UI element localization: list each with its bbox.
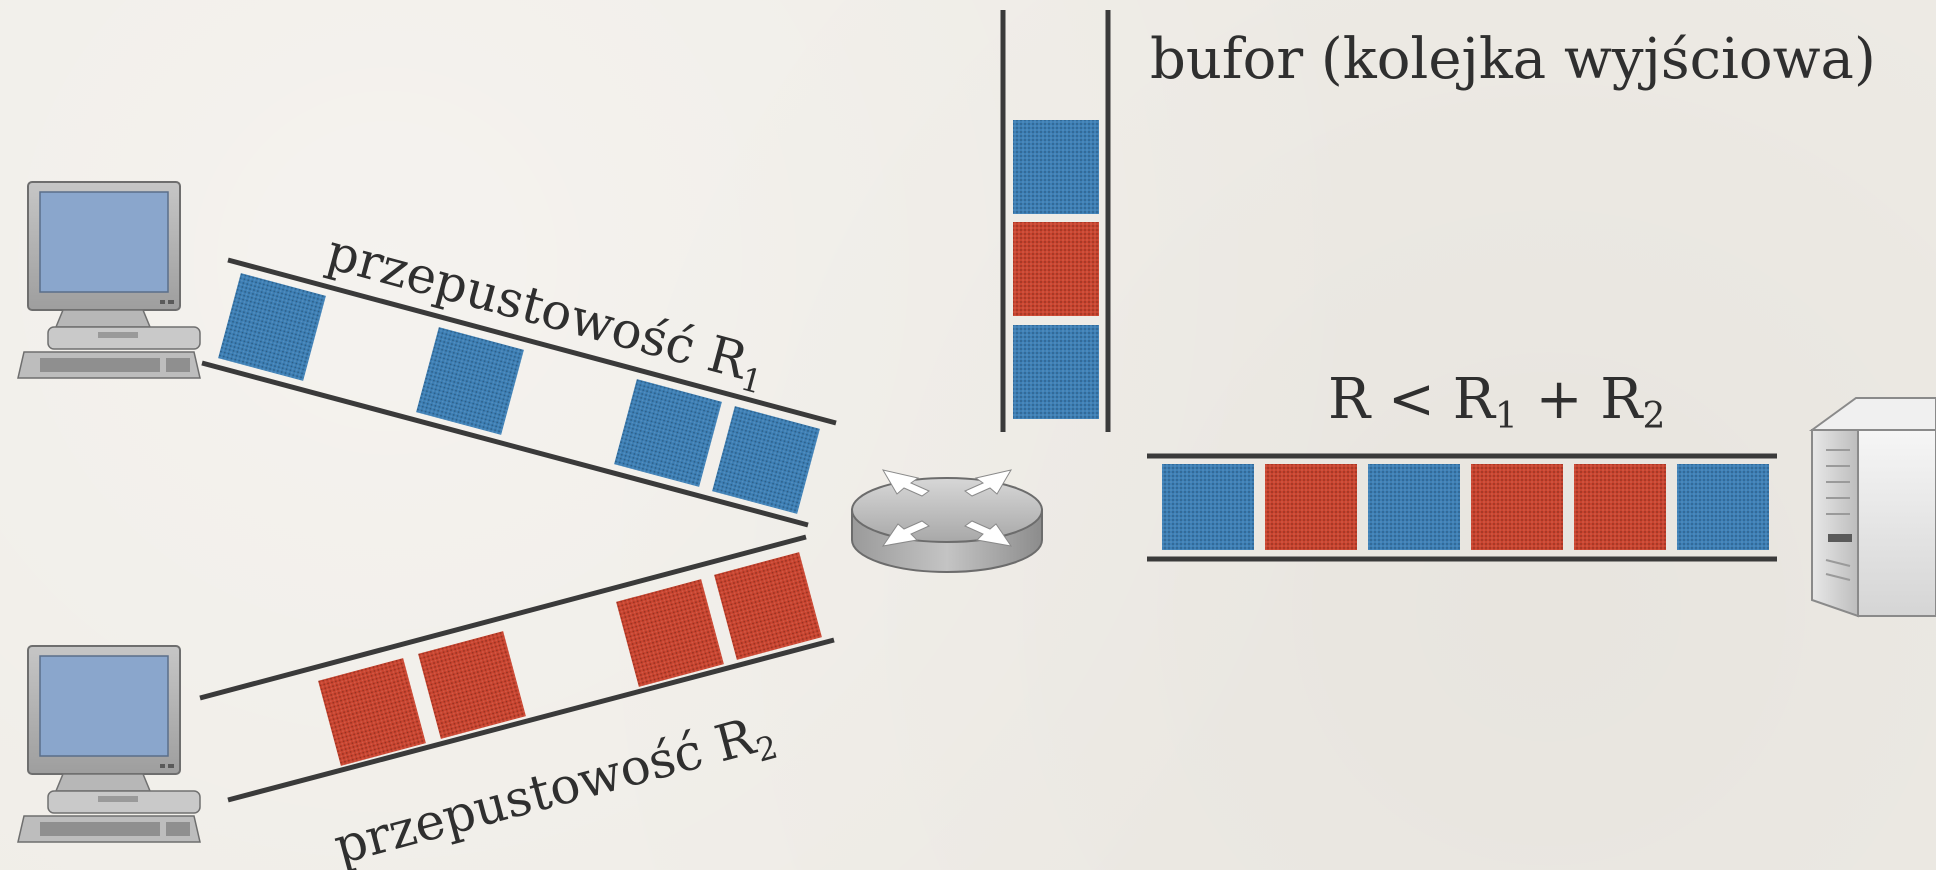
packet [218, 273, 326, 381]
output-rate-plus: + R [1518, 367, 1645, 432]
packet [1013, 325, 1099, 419]
packet [1471, 464, 1563, 550]
packet [714, 552, 822, 660]
packet [416, 327, 524, 435]
buffer-packets [1013, 120, 1099, 419]
packet [1368, 464, 1460, 550]
buffer-label: bufor (kolejka wyjściowa) [1150, 27, 1876, 92]
link-2: przepustowość R2 [199, 534, 835, 870]
packet [1013, 222, 1099, 316]
link-2-bottom-line [227, 637, 835, 803]
buffer: bufor (kolejka wyjściowa) [1000, 10, 1876, 432]
router-icon [851, 469, 1043, 573]
output-rate-sub1: 1 [1495, 396, 1518, 437]
packet [616, 579, 724, 687]
output-link: R < R1 + R2 [1147, 367, 1777, 562]
output-rate-label: R < R1 + R2 [1328, 367, 1665, 437]
link-1-packets [218, 273, 820, 514]
packet [1265, 464, 1357, 550]
link-1-top-line [227, 257, 837, 426]
packet [1162, 464, 1254, 550]
computer-icon [17, 181, 201, 379]
link-1: przepustowość R1 [201, 223, 837, 528]
packet [318, 658, 426, 766]
output-packets [1162, 464, 1769, 550]
link-2-packets [318, 552, 822, 766]
packet [1574, 464, 1666, 550]
link-1-bottom-line [201, 360, 809, 528]
output-rate-r: R < R [1328, 367, 1497, 432]
computer-icon [17, 645, 201, 843]
packet [712, 406, 820, 514]
link-1-label-text: przepustowość R [321, 223, 755, 391]
packet [1013, 120, 1099, 214]
server-icon [1808, 397, 1936, 618]
output-rate-sub2: 2 [1642, 396, 1665, 437]
packet [1677, 464, 1769, 550]
link-1-label: przepustowość R1 [319, 223, 773, 402]
packet [418, 631, 526, 739]
link-2-top-line [199, 534, 807, 701]
packet [614, 379, 722, 487]
